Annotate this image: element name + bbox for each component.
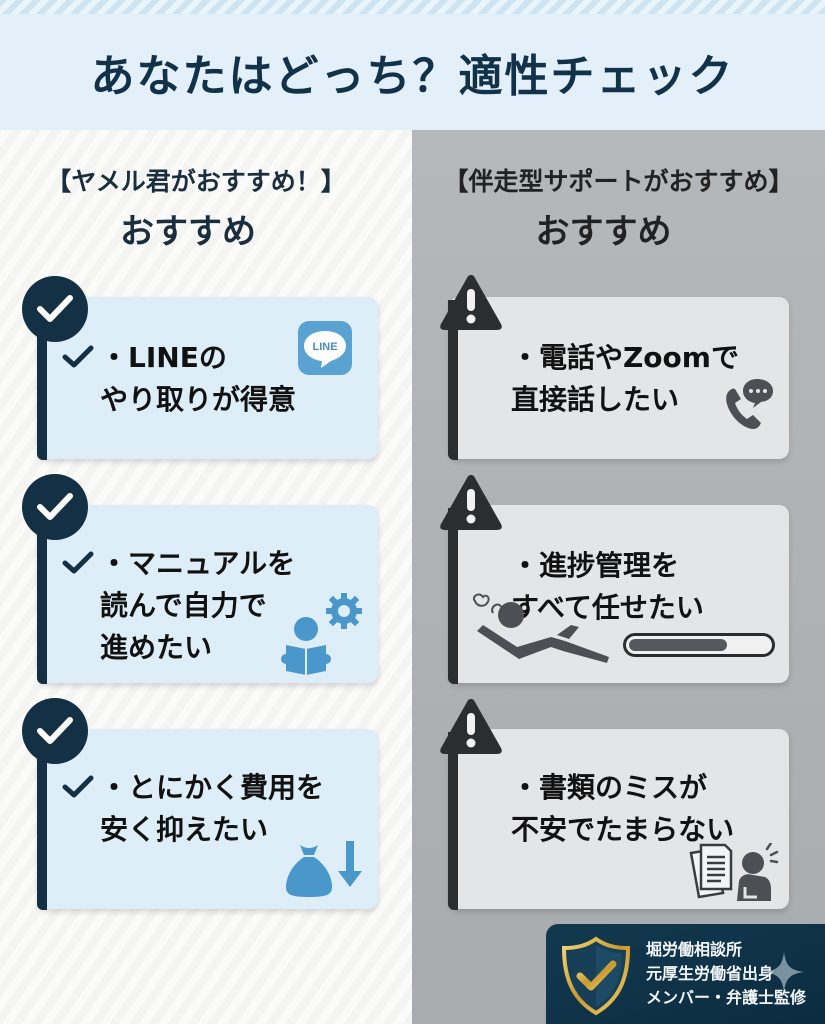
left-item-text: ・LINEの やり取りが得意: [100, 341, 297, 416]
money-bag-down-icon: [282, 841, 368, 903]
documents-worried-person-icon: [687, 841, 779, 907]
check-circle-icon: [22, 698, 88, 764]
supervision-line-2: 元厚生労働省出身: [646, 964, 775, 983]
relaxing-person-icon: [471, 591, 621, 669]
check-circle-icon: [22, 276, 88, 342]
left-stem: [37, 300, 47, 460]
warning-triangle-icon: [437, 696, 505, 756]
small-check-icon: [62, 775, 94, 803]
gold-shield-check-icon: [560, 936, 632, 1020]
left-column-subtitle: 【ヤメル君がおすすめ！】: [46, 167, 346, 196]
left-stem: [37, 732, 47, 910]
check-circle-icon: [22, 474, 88, 540]
right-column-title: おすすめ: [535, 212, 672, 252]
left-column-title: おすすめ: [120, 212, 256, 252]
progress-fill: [629, 639, 727, 651]
right-stem: [448, 732, 458, 910]
top-decorative-stripe: [0, 0, 825, 14]
right-item-text: ・電話やZoomで 直接話したい: [511, 341, 739, 416]
supervision-line-1: 堀労働相談所: [646, 940, 743, 959]
left-card-cost: ・とにかく費用を 安く抑えたい: [38, 729, 378, 909]
warning-triangle-icon: [437, 272, 505, 332]
small-check-icon: [62, 345, 94, 373]
left-column-yameru: 【ヤメル君がおすすめ！】 おすすめ ・LINEの やり取りが得意 LINE ・マ…: [0, 130, 412, 1024]
svg-text:LINE: LINE: [312, 341, 337, 353]
supervision-line-3: メンバー・弁護士監修: [646, 988, 807, 1007]
right-stem: [448, 300, 458, 460]
left-card-line: ・LINEの やり取りが得意 LINE: [38, 297, 378, 459]
phone-chat-icon: [719, 375, 779, 439]
right-card-progress: ・進捗管理を すべて任せたい: [449, 505, 789, 683]
progress-bar: [623, 633, 775, 657]
right-stem: [448, 508, 458, 684]
reader-gear-icon: [280, 587, 370, 681]
right-card-phone: ・電話やZoomで 直接話したい: [449, 297, 789, 459]
right-card-documents: ・書類のミスが 不安でたまらない: [449, 729, 789, 909]
left-item-text: ・マニュアルを 読んで自力で 進めたい: [100, 547, 296, 664]
right-item-text: ・書類のミスが 不安でたまらない: [511, 771, 735, 846]
supervision-text: 堀労働相談所 元厚生労働省出身 メンバー・弁護士監修: [646, 938, 806, 1010]
warning-triangle-icon: [437, 472, 505, 532]
supervision-badge: 堀労働相談所 元厚生労働省出身 メンバー・弁護士監修: [546, 924, 825, 1024]
right-item-text: ・進捗管理を すべて任せたい: [511, 549, 704, 624]
small-check-icon: [62, 551, 94, 579]
sparkle-icon: [764, 952, 804, 996]
line-app-icon: LINE: [298, 321, 352, 379]
right-column-subtitle: 【伴走型サポートがおすすめ】: [443, 167, 794, 196]
page-title: あなたはどっち？適性チェック: [90, 51, 735, 102]
left-card-manual: ・マニュアルを 読んで自力で 進めたい: [38, 505, 378, 683]
left-stem: [37, 508, 47, 684]
page-header: あなたはどっち？適性チェック: [0, 14, 825, 130]
left-item-text: ・とにかく費用を 安く抑えたい: [100, 771, 325, 846]
right-column-support: 【伴走型サポートがおすすめ】 おすすめ ・電話やZoomで 直接話したい ・進捗…: [412, 130, 825, 1024]
